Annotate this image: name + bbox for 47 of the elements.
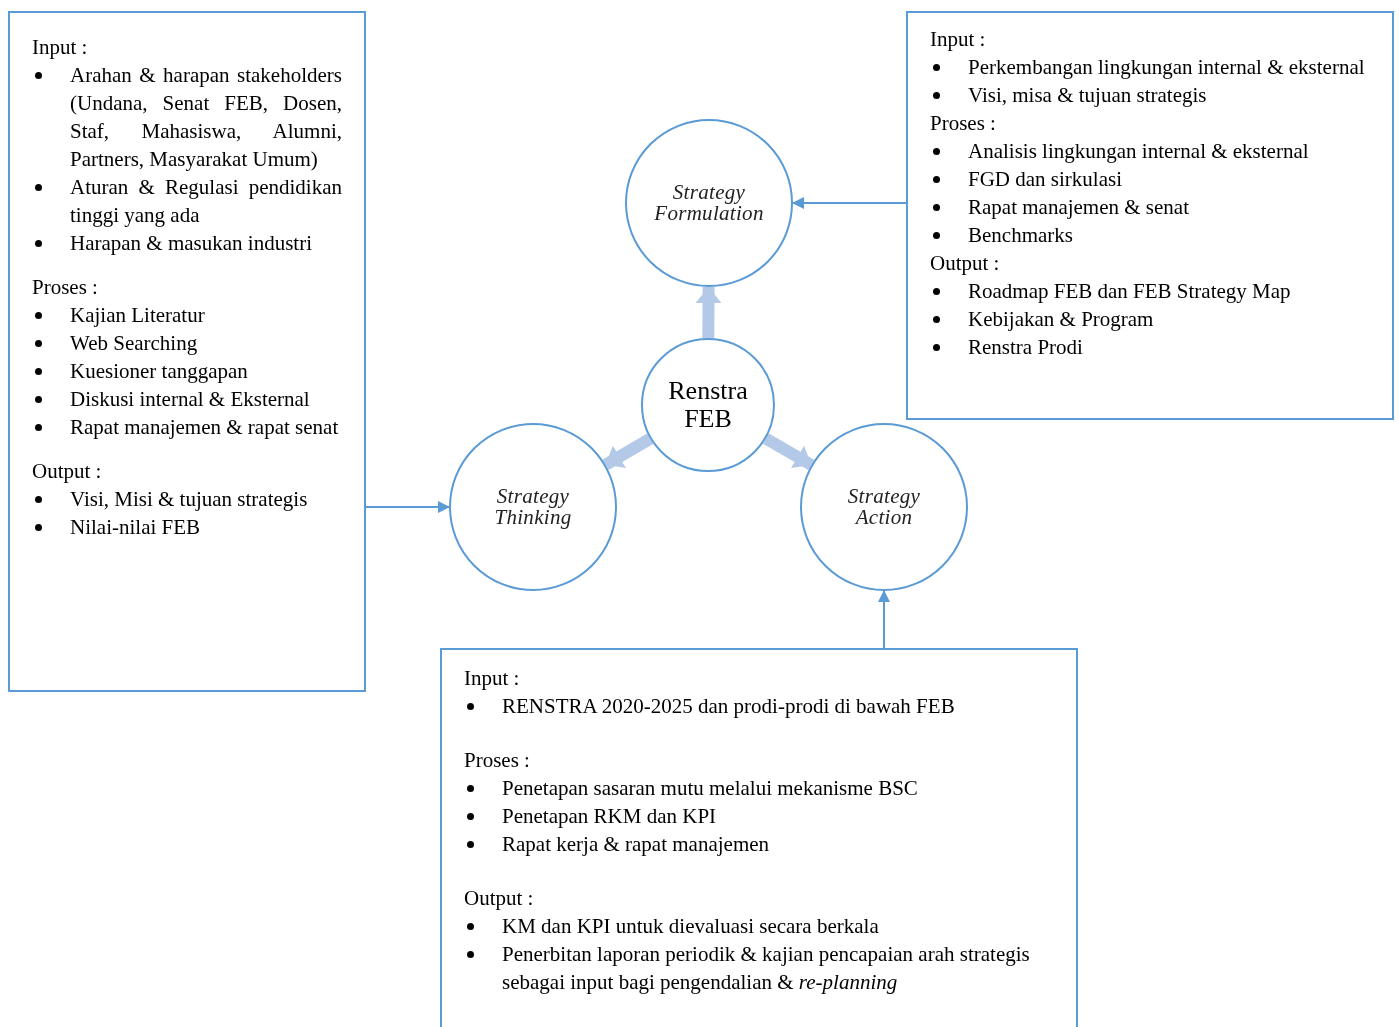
- section-heading: Output :: [464, 885, 535, 912]
- section-heading: Output :: [32, 458, 103, 485]
- text-panel: [906, 11, 1394, 420]
- arrow: [792, 197, 907, 209]
- bullet-item: Benchmarks: [930, 221, 1370, 249]
- bullet-item: Rapat kerja & rapat manajemen: [464, 830, 1054, 858]
- bullet-item: Roadmap FEB dan FEB Strategy Map: [930, 277, 1370, 305]
- section-heading: Input :: [464, 665, 521, 692]
- bullet-item: FGD dan sirkulasi: [930, 165, 1370, 193]
- bullet-item: Penetapan sasaran mutu melalui mekanisme BSC: [464, 774, 1054, 802]
- section-heading: Proses :: [930, 110, 997, 137]
- bullet-item: RENSTRA 2020-2025 dan prodi-prodi di bawah FEB: [464, 692, 1054, 720]
- bullet-item: Rapat manajemen & rapat senat: [32, 413, 342, 441]
- circle-label: Strategy Action: [846, 486, 922, 528]
- block-arrow: [762, 433, 815, 471]
- section-heading: Input :: [32, 34, 89, 61]
- bullet-item: Kebijakan & Program: [930, 305, 1370, 333]
- bullet-item: Harapan & masukan industri: [32, 229, 342, 257]
- text-panel: [440, 648, 1078, 1027]
- block-arrow: [602, 433, 654, 470]
- bullet-item: Diskusi internal & Eksternal: [32, 385, 342, 413]
- arrow: [878, 590, 890, 649]
- block-arrow: [695, 286, 722, 339]
- bullet-item: Kajian Literatur: [32, 301, 342, 329]
- circle-label: Renstra FEB: [667, 377, 749, 433]
- section-heading: Proses :: [32, 274, 99, 301]
- bullet-item: Nilai-nilai FEB: [32, 513, 342, 541]
- section-heading: Proses :: [464, 747, 531, 774]
- bullet-item: Visi, Misi & tujuan strategis: [32, 485, 342, 513]
- bullet-item: Kuesioner tanggapan: [32, 357, 342, 385]
- arrow: [365, 501, 450, 513]
- section-heading: Output :: [930, 250, 1001, 277]
- bullet-item: Penetapan RKM dan KPI: [464, 802, 1054, 830]
- bullet-item: KM dan KPI untuk dievaluasi secara berkala: [464, 912, 1054, 940]
- bullet-item: Web Searching: [32, 329, 342, 357]
- circle-label: Strategy Thinking: [493, 486, 573, 528]
- bullet-item: Arahan & harapan stakeholders (Undana, Senat FEB, Dosen, Staf, Mahasiswa, Alumni, Partners, Masyarakat Umum): [32, 61, 342, 173]
- bullet-item: Penerbitan laporan periodik & kajian pencapaian arah strategis sebagai input bagi pengendalian & re-planning: [464, 940, 1054, 996]
- section-heading: Input :: [930, 26, 987, 53]
- text-panel: [8, 11, 366, 692]
- bullet-item: Rapat manajemen & senat: [930, 193, 1370, 221]
- bullet-item: Analisis lingkungan internal & eksternal: [930, 137, 1370, 165]
- bullet-item: Perkembangan lingkungan internal & eksternal: [930, 53, 1370, 81]
- bullet-item: Aturan & Regulasi pendidikan tinggi yang ada: [32, 173, 342, 229]
- circle-label: Strategy Formulation: [653, 182, 765, 224]
- bullet-item: Visi, misa & tujuan strategis: [930, 81, 1370, 109]
- bullet-item: Renstra Prodi: [930, 333, 1370, 361]
